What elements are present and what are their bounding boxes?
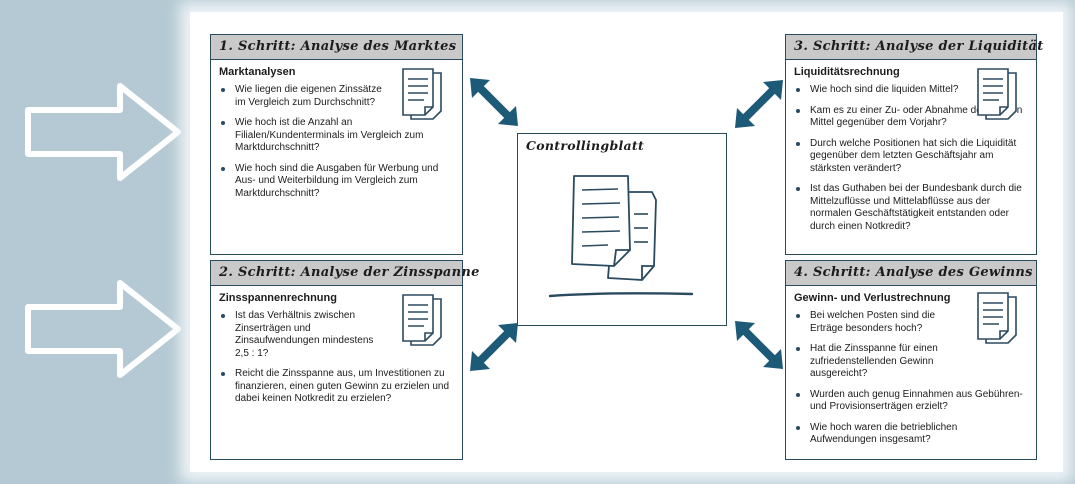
step-3-subtitle: Liquiditätsrechnung bbox=[794, 66, 900, 78]
list-item: Wie hoch waren die betrieblichen Aufwend… bbox=[794, 422, 1010, 447]
list-item: Wie hoch sind die liquiden Mittel? bbox=[794, 84, 965, 97]
outline-arrow-top bbox=[25, 83, 181, 181]
list-item: Wie hoch ist die Anzahl an Filialen/Kund… bbox=[219, 117, 450, 155]
controlling-sheet-title: Controllingblatt bbox=[526, 138, 645, 153]
list-item: Wurden auch genug Einnahmen aus Gebühren… bbox=[794, 389, 1030, 414]
step-2-title: 2. Schritt: Analyse der Zinsspanne bbox=[211, 261, 479, 286]
step-3-title: 3. Schritt: Analyse der Liquidität bbox=[786, 35, 1043, 60]
list-item: Ist das Verhältnis zwischen Zinserträgen… bbox=[219, 310, 383, 360]
double-arrow-bottom-right bbox=[735, 321, 783, 369]
step-2-subtitle: Zinsspannenrechnung bbox=[219, 292, 337, 304]
step-1-subtitle: Marktanalysen bbox=[219, 66, 296, 78]
list-item: Wie liegen die eigenen Zinssätze im Verg… bbox=[219, 84, 384, 109]
document-icon bbox=[402, 68, 442, 120]
list-item: Kam es zu einer Zu- oder Abnahme der liq… bbox=[794, 105, 1025, 130]
list-item: Wie hoch sind die Ausgaben für Werbung u… bbox=[219, 163, 450, 201]
list-item: Reicht die Zinsspanne aus, um Investitio… bbox=[219, 368, 450, 406]
step-4-title: 4. Schritt: Analyse des Gewinns bbox=[786, 261, 1036, 286]
double-arrow-top-left bbox=[470, 78, 518, 126]
document-icon bbox=[977, 292, 1017, 344]
list-item: Ist das Guthaben bei der Bundesbank durc… bbox=[794, 183, 1030, 233]
step-1-box: 1. Schritt: Analyse des Marktes Marktana… bbox=[210, 34, 463, 255]
step-1-title: 1. Schritt: Analyse des Marktes bbox=[211, 35, 462, 60]
double-arrow-bottom-left bbox=[470, 323, 518, 371]
step-4-subtitle: Gewinn- und Verlustrechnung bbox=[794, 292, 951, 304]
controlling-sheet-box: Controllingblatt bbox=[517, 133, 727, 326]
document-icon bbox=[977, 68, 1017, 120]
double-arrow-top-right bbox=[735, 80, 783, 128]
list-item: Hat die Zinsspanne für einen zufriedenst… bbox=[794, 343, 970, 381]
documents-icon bbox=[548, 175, 694, 298]
document-icon bbox=[402, 294, 442, 346]
outline-arrow-bottom bbox=[25, 280, 181, 378]
list-item: Durch welche Positionen hat sich die Liq… bbox=[794, 138, 1025, 176]
step-4-box: 4. Schritt: Analyse des Gewinns Gewinn- … bbox=[785, 260, 1037, 460]
list-item: Bei welchen Posten sind die Erträge beso… bbox=[794, 310, 940, 335]
step-2-box: 2. Schritt: Analyse der Zinsspanne Zinss… bbox=[210, 260, 479, 460]
step-3-box: 3. Schritt: Analyse der Liquidität Liqui… bbox=[785, 34, 1043, 255]
